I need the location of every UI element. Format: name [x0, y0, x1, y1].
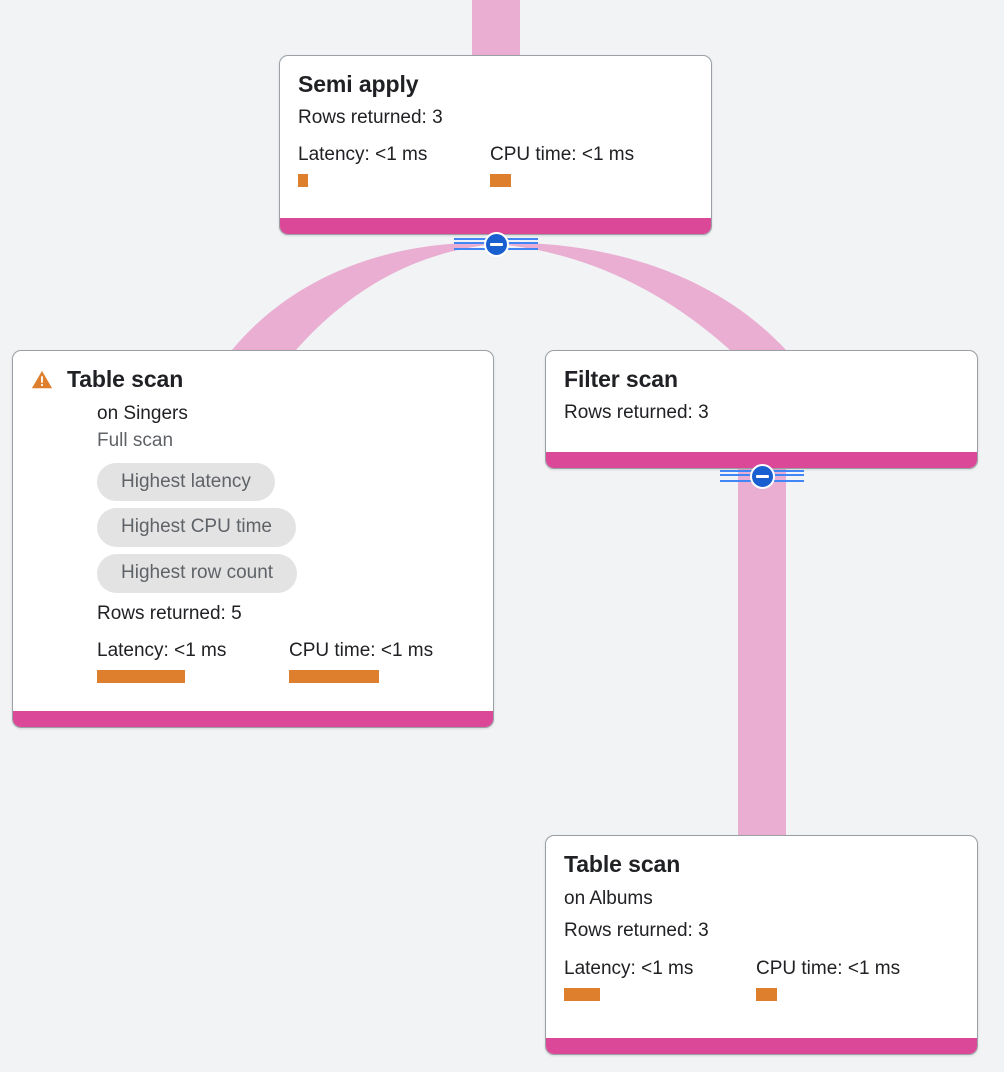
warning-triangle-icon	[31, 369, 53, 391]
status-badge[interactable]: Highest CPU time	[97, 508, 296, 548]
latency-metric: Latency: <1 ms	[564, 957, 756, 1001]
node-title: Table scan	[564, 851, 681, 877]
node-table-scan-albums[interactable]: Table scan on Albums Rows returned: 3 La…	[545, 835, 978, 1055]
rows-returned: Rows returned: 3	[298, 106, 443, 128]
collapse-minus-icon[interactable]	[749, 463, 775, 489]
cpu-metric: CPU time: <1 ms	[756, 957, 900, 1001]
cpu-metric: CPU time: <1 ms	[490, 143, 634, 187]
node-metrics: Latency: <1 ms CPU time: <1 ms	[31, 639, 475, 683]
latency-label: Latency: <1 ms	[298, 144, 428, 166]
node-accent-bar	[546, 1038, 977, 1054]
status-badge[interactable]: Highest latency	[97, 462, 275, 502]
collapse-minus-icon[interactable]	[483, 231, 509, 257]
node-table-scan-singers-title-row: Table scan	[31, 365, 475, 394]
latency-label: Latency: <1 ms	[97, 640, 227, 662]
cpu-metric: CPU time: <1 ms	[289, 639, 433, 683]
status-badge[interactable]: Highest row count	[97, 554, 298, 593]
node-metrics: Latency: <1 ms CPU time: <1 ms	[564, 957, 959, 1001]
rows-returned: Rows returned: 3	[564, 920, 709, 942]
cpu-time-bar	[289, 669, 379, 683]
scan-target: on Singers	[97, 402, 188, 424]
rows-returned: Rows returned: 5	[97, 602, 242, 624]
node-filter-scan-title-row: Filter scan	[564, 365, 959, 394]
cpu-time-label: CPU time: <1 ms	[289, 640, 434, 662]
node-title: Table scan	[67, 366, 184, 392]
cpu-time-bar	[756, 987, 777, 1001]
badge-list: Highest latency Highest CPU time Highest…	[31, 462, 475, 593]
node-accent-bar	[13, 711, 493, 727]
node-table-scan-albums-title-row: Table scan	[564, 850, 959, 879]
latency-label: Latency: <1 ms	[564, 957, 694, 979]
cpu-time-label: CPU time: <1 ms	[756, 957, 901, 979]
latency-bar	[97, 669, 185, 683]
node-filter-scan[interactable]: Filter scan Rows returned: 3	[545, 350, 978, 469]
node-title: Filter scan	[564, 366, 678, 392]
scan-target: on Albums	[564, 887, 653, 909]
edge-semi-apply-to-table-scan-singers	[232, 243, 496, 350]
scan-type: Full scan	[97, 430, 174, 452]
cpu-time-label: CPU time: <1 ms	[490, 144, 635, 166]
node-table-scan-singers[interactable]: Table scan on Singers Full scan Highest …	[12, 350, 494, 728]
latency-bar	[564, 987, 600, 1001]
node-metrics: Latency: <1 ms CPU time: <1 ms	[298, 143, 693, 187]
latency-metric: Latency: <1 ms	[298, 143, 490, 187]
node-table-scan-albums-body: Table scan on Albums Rows returned: 3 La…	[546, 836, 977, 1017]
node-accent-bar	[546, 452, 977, 468]
node-semi-apply[interactable]: Semi apply Rows returned: 3 Latency: <1 …	[279, 55, 712, 235]
node-semi-apply-body: Semi apply Rows returned: 3 Latency: <1 …	[280, 56, 711, 203]
edge-filter-scan-to-table-scan-albums	[738, 468, 786, 848]
edge-root-to-semi-apply	[472, 0, 520, 58]
node-filter-scan-body: Filter scan Rows returned: 3	[546, 351, 977, 442]
latency-bar	[298, 173, 308, 187]
cpu-time-bar	[490, 173, 511, 187]
node-title: Semi apply	[298, 71, 419, 97]
latency-metric: Latency: <1 ms	[97, 639, 289, 683]
toggle-filter-scan[interactable]	[720, 463, 804, 489]
node-table-scan-singers-body: Table scan on Singers Full scan Highest …	[13, 351, 493, 699]
edge-semi-apply-to-filter-scan	[496, 243, 786, 350]
node-semi-apply-title-row: Semi apply	[298, 70, 693, 99]
toggle-semi-apply[interactable]	[454, 231, 538, 257]
node-accent-bar	[280, 218, 711, 234]
rows-returned: Rows returned: 3	[564, 401, 709, 423]
